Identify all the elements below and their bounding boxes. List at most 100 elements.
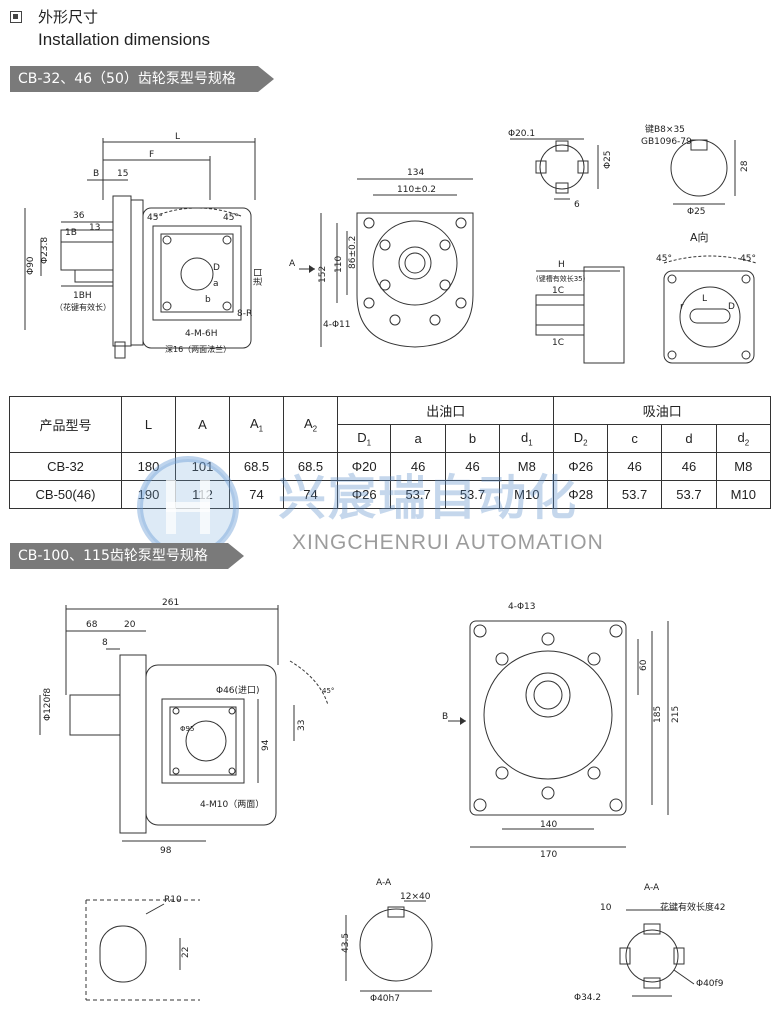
dim-4-phi13: 4-Φ13 (508, 602, 536, 612)
dim-phi40f9: Φ40f9 (696, 979, 724, 989)
dim-phi120: Φ120f8 (43, 688, 53, 721)
angle-45-left-A: 45° (656, 254, 672, 264)
dim-b: b (205, 295, 211, 305)
th-a: a (390, 424, 446, 453)
cell: Φ26 (336, 480, 392, 509)
dim-4M10: 4-M10（两面） (200, 799, 264, 810)
table-row: CB-50(46) 190 112 74 74 Φ26 53.7 53.7 M1… (9, 480, 772, 509)
cb32-front-view-drawing: 134 110±0.2 152 110 86±0.2 4-Φ11 A (289, 168, 474, 348)
dim-D: D (213, 263, 220, 273)
dim-1B: 1B (65, 228, 77, 238)
cb100-side-view-drawing: 261 68 20 8 Φ120f8 Φ46(进口) Φ95 33 94 4-M… (39, 598, 334, 856)
dim-B: B (93, 169, 99, 179)
section-marker-icon (10, 11, 22, 23)
watermark-text-en: XINGCHENRUI AUTOMATION (292, 531, 604, 554)
note-depth16: 深16（两面法兰） (165, 344, 231, 354)
dim-D-A: D (728, 302, 735, 312)
dim-13: 13 (89, 223, 100, 233)
spec-table: 产品型号 L A A1 A2 出油口 吸油口 D1 a b d1 D2 c d … (9, 396, 772, 509)
angle-45-left: 45° (147, 213, 163, 223)
section-title-cb32-text: CB-32、46（50）齿轮泵型号规格 (18, 71, 236, 87)
key-spec: 键B8×35 (645, 123, 685, 135)
cb100-front-view-drawing: 4-Φ13 60 185 215 140 170 B (442, 602, 681, 860)
dim-H: H (558, 260, 565, 270)
cell: 68.5 (283, 452, 338, 481)
label-inlet: 进口 (253, 268, 264, 286)
angle-45-cb100: 45° (322, 687, 334, 695)
dim-phi25-key: Φ25 (687, 207, 706, 217)
dim-L: L (175, 132, 180, 142)
th-A2: A2 (283, 396, 338, 453)
dim-phi95: Φ95 (180, 725, 194, 733)
dim-4M6H: 4-M-6H (185, 329, 217, 339)
cell: 53.7 (661, 480, 717, 509)
dim-L-A: L (702, 294, 707, 304)
cell: CB-32 (9, 452, 122, 481)
dim-36: 36 (73, 211, 85, 221)
th-b: b (444, 424, 501, 453)
section-title-cb100: CB-100、115齿轮泵型号规格 (10, 543, 244, 569)
angle-45-right: 45° (223, 213, 239, 223)
th-L: L (121, 396, 176, 453)
view-A-label: A (289, 259, 296, 269)
cb32-A-view-drawing: A向 45° 45° r L D (656, 230, 757, 364)
page-title-cn: 外形尺寸 (38, 8, 99, 26)
cell: M8 (715, 452, 772, 481)
cell: 74 (283, 480, 338, 509)
dim-140: 140 (540, 820, 557, 830)
dim-phi20: Φ20.1 (508, 129, 535, 139)
dim-68: 68 (86, 620, 98, 630)
dim-8: 8 (102, 638, 108, 648)
table-row: CB-32 180 101 68.5 68.5 Φ20 46 46 M8 Φ26… (9, 452, 772, 481)
dim-43-5: 43.5 (341, 933, 351, 953)
dim-170: 170 (540, 850, 557, 860)
cell: 53.7 (444, 480, 501, 509)
th-A1: A1 (229, 396, 284, 453)
dim-phi90: Φ90 (26, 256, 36, 275)
dim-94: 94 (261, 739, 271, 751)
cell: Φ26 (553, 452, 608, 481)
watermark-logo (137, 456, 239, 558)
dim-110-tol: 110±0.2 (397, 185, 436, 195)
cb32-key-detail-drawing: H (键槽有效长35) 1C 1C (535, 260, 625, 364)
th-d1: d1 (499, 424, 555, 453)
view-B-label: B (442, 712, 448, 722)
cell: 101 (175, 452, 230, 481)
cell: M8 (499, 452, 555, 481)
th-D2: D2 (553, 424, 608, 453)
dim-4-phi11: 4-Φ11 (323, 320, 351, 330)
dim-12x40: 12×40 (400, 892, 431, 902)
cb100-port-slot-drawing: R10 22 (85, 895, 200, 1001)
dim-185: 185 (653, 706, 663, 723)
th-D1: D1 (336, 424, 392, 453)
th-d: d (661, 424, 717, 453)
dim-1C-top: 1C (552, 286, 564, 296)
th-model: 产品型号 (9, 396, 122, 453)
cb100-spline-section-drawing: A-A 10 花键有效长度42 Φ34.2 Φ40f9 (574, 883, 725, 1003)
cell: 53.7 (606, 480, 663, 509)
cell: M10 (715, 480, 772, 509)
cell: CB-50(46) (9, 480, 122, 509)
dim-10: 10 (600, 903, 612, 913)
dim-28: 28 (740, 160, 750, 172)
view-A-title: A向 (690, 230, 709, 244)
dim-F: F (149, 150, 154, 160)
cell: 46 (444, 452, 501, 481)
cb100-key-section-drawing: A-A 12×40 43.5 Φ40h7 (341, 878, 433, 1004)
dim-110-v: 110 (334, 256, 344, 273)
cell: Φ28 (553, 480, 608, 509)
cell: 46 (661, 452, 717, 481)
note-keyslot: (键槽有效长35) (536, 274, 586, 283)
cell: Φ20 (336, 452, 392, 481)
dim-60: 60 (639, 659, 649, 671)
dim-15: 15 (117, 169, 128, 179)
key-standard: GB1096-79 (641, 137, 692, 147)
angle-45-right-A: 45° (740, 254, 756, 264)
section-title-cb32: CB-32、46（50）齿轮泵型号规格 (10, 66, 274, 92)
note-spline-length: 花键有效长度42 (660, 901, 725, 913)
page-title-en: Installation dimensions (38, 30, 210, 49)
dim-8R: 8-R (237, 309, 252, 319)
section-AA-title-2: A-A (644, 883, 660, 893)
th-A: A (175, 396, 230, 453)
cell: 46 (390, 452, 446, 481)
